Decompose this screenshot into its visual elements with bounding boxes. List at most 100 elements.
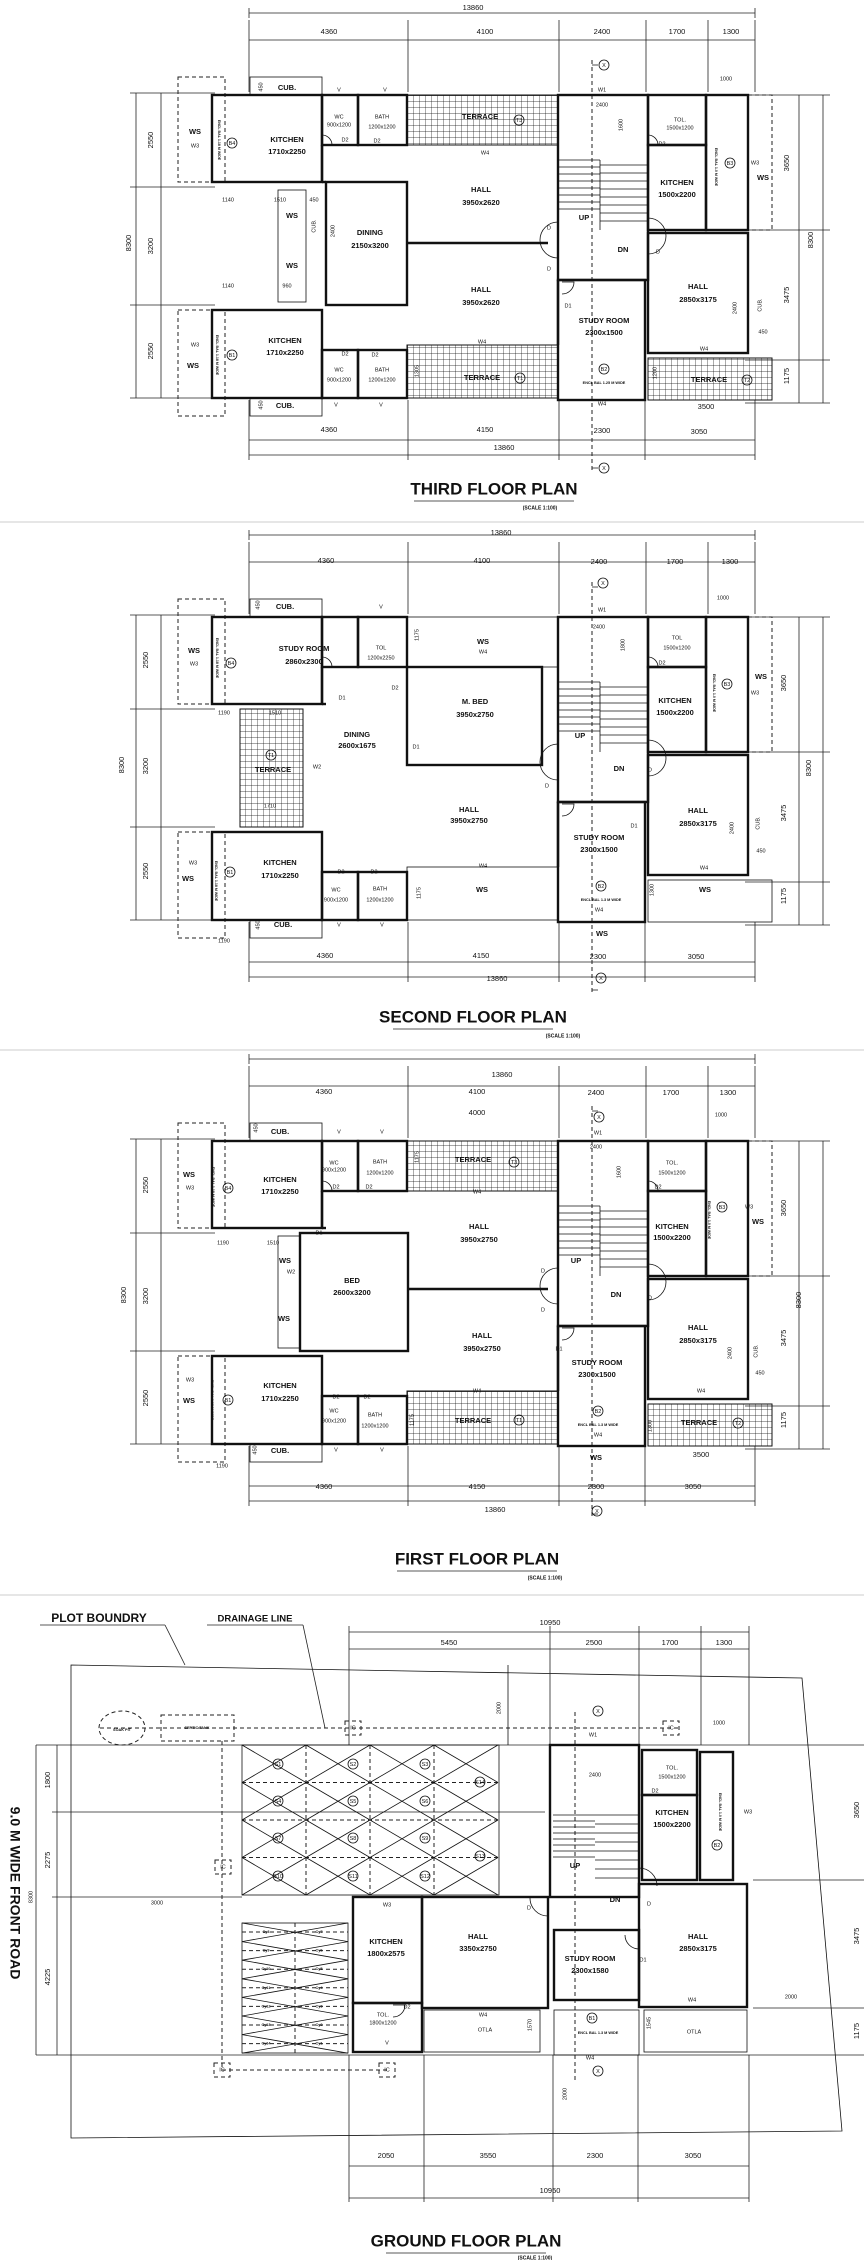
balcony-tag: B4 [225,1186,232,1192]
dimension-label: 2300 [594,426,611,435]
line [241,1857,307,1896]
annotation-label: D [648,767,652,773]
inspection-chamber-label: IC [668,1725,674,1731]
annotation-label: V [380,1129,384,1135]
room-label: WS [278,1314,290,1323]
bath-wall [356,870,409,922]
room-label: 2850x3175 [679,819,717,828]
annotation-label: W4 [598,401,606,407]
annotation-label: 2400 [590,1144,602,1150]
annotation-label: D [648,1295,652,1301]
annotation-label: D2 [363,1394,370,1400]
annotation-label: 450 [309,197,318,203]
terrace-tag-circle [508,1156,520,1168]
cupboard [249,1443,323,1463]
terrace-tag-circle [732,1417,744,1429]
parking-slot-tag-circle [419,1832,431,1844]
section-marker: X [599,976,603,982]
dimension-label: 13860 [463,3,484,12]
dimension-label: 1700 [663,1088,680,1097]
annotation-label: CUB. [757,298,763,312]
annotation-label: D1 [564,303,571,309]
parking-slot-tag: S13 [475,1854,485,1860]
annotation-label: V [379,604,383,610]
dimension-label: 8300 [124,235,133,252]
annotation-label: D2 [371,352,378,358]
annotation-label: TOL [672,635,683,641]
balcony-note: ENCL BAL 1.13 M WIDE [210,1380,214,1421]
parking-slot-tag-circle [347,1870,359,1882]
balcony-tag-circle [226,349,238,361]
annotation-label: D [527,1905,531,1911]
dimension-label: 4360 [318,556,335,565]
balcony-tag-circle [222,1394,234,1406]
annotation-label: W2 [313,764,321,770]
annotation-label: 450 [255,920,261,929]
annotation-label: V [380,922,384,928]
parking-slot-tag-circle [347,1795,359,1807]
room-label: HALL [688,282,708,291]
annotation-label: 1000 [713,1720,725,1726]
section-marker-circle [592,1705,604,1717]
terrace-t2 [647,357,773,401]
room-label: TERRACE [681,1418,717,1427]
master-bed-wall [405,665,544,767]
dimension-label: 2550 [141,652,150,669]
terrace-t1 [406,1390,559,1445]
stair-core [548,1743,641,1899]
cycle-slot-tag: Cy4 [316,1986,324,1990]
annotation-label: W3 [383,1902,391,1908]
balcony-tag-circle [586,2012,598,2024]
annotation-label: 900x1200 [327,377,351,383]
stair-core [556,1139,650,1328]
annotation-label: 1175 [414,629,420,641]
line [241,2015,349,2035]
parking-slot-tag-circle [272,1832,284,1844]
hall-wall [646,1277,750,1401]
terrace-tag-circle [514,372,526,384]
dimension-label: 3475 [782,287,791,304]
ws-outline [177,76,226,183]
parking-slot-tag: S2 [350,1762,357,1768]
room-label: TERRACE [464,373,500,382]
annotation-label: D1 [630,823,637,829]
scale-note: (SCALE 1:100) [518,2255,553,2260]
annotation-label: 2000 [785,1994,797,2000]
dimension-label: 1800 [43,1772,52,1789]
dimension-label: 4100 [477,27,494,36]
door-swing [647,656,659,668]
kitchen-wall [640,1793,699,1882]
dimension-label: 8300 [806,232,815,249]
parking-slot-tag: S10 [273,1874,283,1880]
room-label: STUDY ROOM [574,833,625,842]
balcony-tag-circle [224,866,236,878]
parking-slot-tag: S12 [420,1874,430,1880]
room-label: DINING [344,730,370,739]
annotation-label: 1190 [218,710,230,716]
room-label: UP [571,1256,581,1265]
line [433,1782,499,1821]
kitchen-wall [646,143,708,232]
room-label: KITCHEN [263,858,296,867]
room-label: 2300x1500 [578,1370,616,1379]
plan-title: FIRST FLOOR PLAN [395,1549,559,1568]
door-swing [321,656,333,668]
parking-slot-tag-circle [474,1850,486,1862]
ws-outline [747,94,773,231]
dimension-label: 8300 [804,760,813,777]
annotation-label: 1175 [416,887,422,899]
dimension-label: 3500 [693,1450,710,1459]
room-label: DN [614,764,625,773]
dimension-label: 3050 [685,2151,702,2160]
line [369,1782,435,1821]
annotation-label: W4 [479,2012,487,2018]
line [433,1819,499,1858]
annotation-label: W1 [589,1732,597,1738]
room-label: 2600x1675 [338,741,376,750]
annotation-label: W4 [594,1432,602,1438]
dimension-label: 4000 [469,1108,486,1117]
annotation-label: W4 [688,1997,696,2003]
annotation-label: W3 [191,143,199,149]
room-label: TERRACE [462,112,498,121]
